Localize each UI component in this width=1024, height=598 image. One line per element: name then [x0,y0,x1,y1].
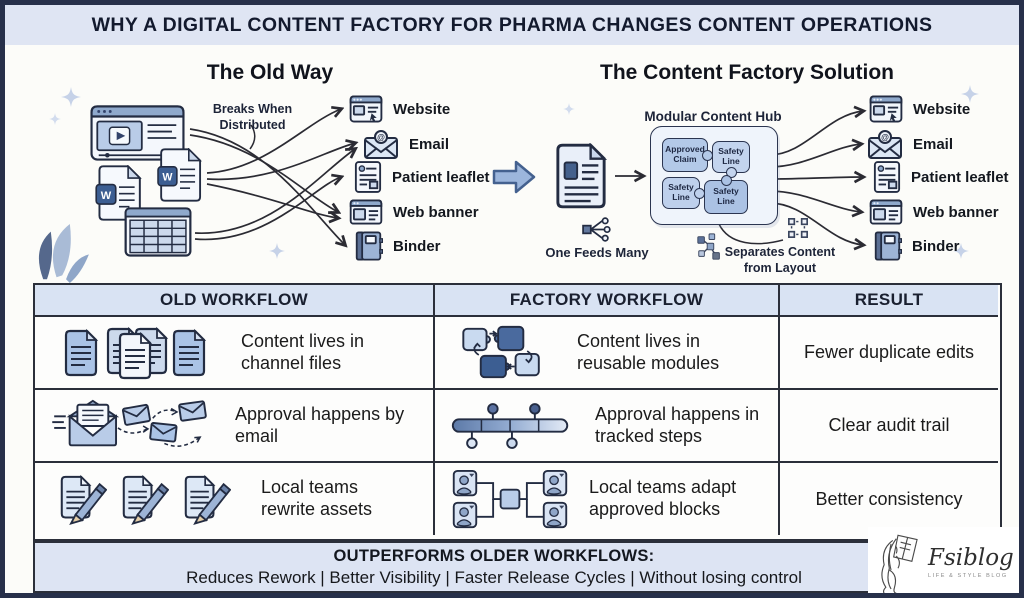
word-document-icon [155,148,205,202]
hub-module-safety-line: Safety Line [704,175,748,214]
document-pencil-icon [59,472,107,526]
title-bar: WHY A DIGITAL CONTENT FACTORY FOR PHARMA… [5,5,1019,45]
cell-text: Local teams adapt approved blocks [589,477,737,519]
big-arrow-icon [491,157,537,197]
table-cell-factory-row2: Approval happens in tracked steps [435,390,780,463]
channel-label: Web banner [393,203,479,221]
table-cell-factory-row3: Local teams adapt approved blocks [435,463,780,535]
channel-binder-old: Binder [354,230,441,262]
column-header-old-workflow: OLD WORKFLOW [35,285,435,317]
page-title: WHY A DIGITAL CONTENT FACTORY FOR PHARMA… [91,13,933,36]
reading-woman-sketch-icon [872,531,924,595]
one-feeds-many-label: One Feeds Many [545,245,649,260]
document-pencil-icon [183,472,231,526]
channel-label: Patient leaflet [911,168,1009,186]
column-header-factory-workflow: FACTORY WORKFLOW [435,285,780,317]
channel-label: Email [913,135,954,153]
channel-label: Email [409,135,450,153]
binder-icon [873,230,902,262]
table-cell-old-row3: Local teams rewrite assets [35,463,435,535]
channel-label: Web banner [913,203,999,221]
table-cell-result-row2: Clear audit trail [780,390,998,463]
column-header-result: RESULT [780,285,998,317]
channel-website-factory: Website [869,95,970,123]
cell-text: Approval happens by email [235,403,405,446]
channel-label: Binder [393,237,441,255]
website-icon [349,95,383,123]
spreadsheet-icon [123,207,193,257]
binder-icon [354,230,383,262]
puzzle-cycle-icon [457,323,549,383]
hub-label: Modular Content Hub [644,109,782,124]
channel-email-old: Email [363,128,449,160]
cell-text: Approval happens in tracked steps [595,403,760,446]
table-cell-result-row1: Fewer duplicate edits [780,317,998,390]
footer-benefits: Reduces Rework | Better Visibility | Fas… [186,567,802,587]
cell-text: Content lives in channel files [241,330,365,373]
cell-text: Content lives in reusable modules [577,330,720,373]
email-icon [363,128,399,160]
factory-heading: The Content Factory Solution [600,61,894,84]
hub-module-safety-line: Safety Line [712,141,750,178]
patient-leaflet-icon [873,160,901,194]
comparison-table: OLD WORKFLOW FACTORY WORKFLOW RESULT Con… [33,283,1002,541]
tracked-steps-timeline-icon [449,402,573,450]
breaks-when-distributed-note: Breaks When Distributed [212,102,293,132]
channel-leaflet-factory: Patient leaflet [873,160,1009,194]
documents-stack-icon [59,325,209,381]
table-cell-factory-row1: Content lives in reusable modules [435,317,780,390]
master-document-icon [554,143,608,209]
footer-banner: OUTPERFORMS OLDER WORKFLOWS: Reduces Rew… [33,541,1002,593]
channel-email-factory: Email [867,128,953,160]
hub-module-approved-claim: Approved Claim [662,138,713,172]
table-cell-result-row3: Better consistency [815,488,963,509]
website-icon [869,95,903,123]
channel-banner-old: Web banner [349,199,479,225]
fsiblog-logo: Fsiblog LIFE & STYLE BLOG [868,527,1019,595]
logo-text-block: Fsiblog LIFE & STYLE BLOG [928,544,1014,579]
channel-website-old: Website [349,95,450,123]
channel-label: Binder [912,237,960,255]
emails-flying-icon [51,397,213,455]
table-cell-old-row1: Content lives in channel files [35,317,435,390]
web-banner-icon [869,199,903,225]
channel-binder-factory: Binder [873,230,960,262]
channel-label: Patient leaflet [392,168,490,186]
channel-label: Website [913,100,971,118]
layout-grid-icon [787,217,809,239]
hub-module-safety-line: Safety Line [662,177,705,209]
separates-content-label: Separates Content from Layout [724,245,836,275]
team-network-icon [451,469,569,529]
table-cell-old-row2: Approval happens by email [35,390,435,463]
channel-banner-factory: Web banner [869,199,999,225]
document-pencil-icon [121,472,169,526]
patient-leaflet-icon [354,160,382,194]
one-feeds-many-icon [581,217,614,242]
email-icon [867,128,903,160]
logo-name: Fsiblog [928,544,1014,571]
channel-label: Website [393,100,451,118]
footer-heading: OUTPERFORMS OLDER WORKFLOWS: [333,546,655,565]
logo-tagline: LIFE & STYLE BLOG [928,572,1008,579]
web-banner-icon [349,199,383,225]
cell-text: Local teams rewrite assets [261,477,373,519]
channel-leaflet-old: Patient leaflet [354,160,490,194]
old-way-heading: The Old Way [206,61,334,84]
